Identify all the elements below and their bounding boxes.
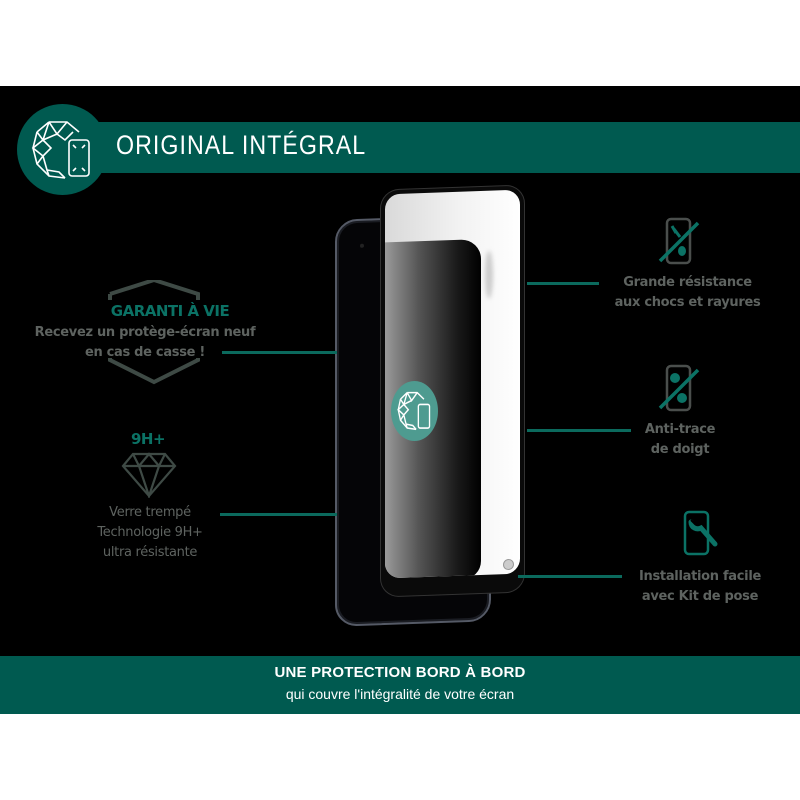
footer-title: UNE PROTECTION BORD À BORD (274, 664, 526, 681)
diamond-icon (121, 452, 177, 498)
connector-line-resistance (527, 282, 599, 285)
phone-fingerprint-crossed-icon (658, 364, 700, 412)
connector-line-guarantee (222, 351, 337, 354)
phone-camera (360, 243, 364, 248)
shield-icon (108, 280, 200, 385)
anti-trace-line-2: de doigt (650, 442, 710, 457)
center-logo-badge (391, 381, 438, 441)
resistance-line-1: Grande résistance (623, 275, 752, 290)
footer-subtitle: qui couvre l'intégralité de votre écran (285, 686, 515, 702)
diamond-phone-icon (31, 121, 90, 179)
installation-line-2: avec Kit de pose (641, 589, 759, 604)
guarantee-line-2: en cas de casse ! (84, 345, 206, 360)
phone-wrench-icon (683, 510, 718, 556)
guarantee-line-1: Recevez un protège-écran neuf (34, 325, 256, 340)
hardness-title: 9H+ (130, 430, 166, 448)
header-banner (70, 122, 800, 173)
hardness-line-2: Technologie 9H+ (97, 525, 203, 540)
resistance-line-2: aux chocs et rayures (614, 295, 761, 310)
anti-trace-line-1: Anti-trace (644, 422, 716, 437)
guarantee-title: GARANTI À VIE (110, 302, 230, 320)
page-title: ORIGINAL INTÉGRAL (116, 130, 367, 160)
hardness-line-1: Verre trempé (109, 505, 191, 520)
connector-line-anti-trace (527, 429, 631, 432)
installation-line-1: Installation facile (638, 569, 762, 584)
hardness-line-3: ultra résistante (102, 545, 198, 560)
header-logo-badge (17, 104, 108, 195)
protector-smudge (485, 250, 493, 299)
connector-line-installation (518, 575, 622, 578)
diamond-phone-icon (397, 391, 431, 431)
phone-scratch-crossed-icon (658, 217, 700, 265)
footer-banner: UNE PROTECTION BORD À BORD qui couvre l'… (0, 656, 800, 714)
connector-line-9h (220, 513, 337, 516)
